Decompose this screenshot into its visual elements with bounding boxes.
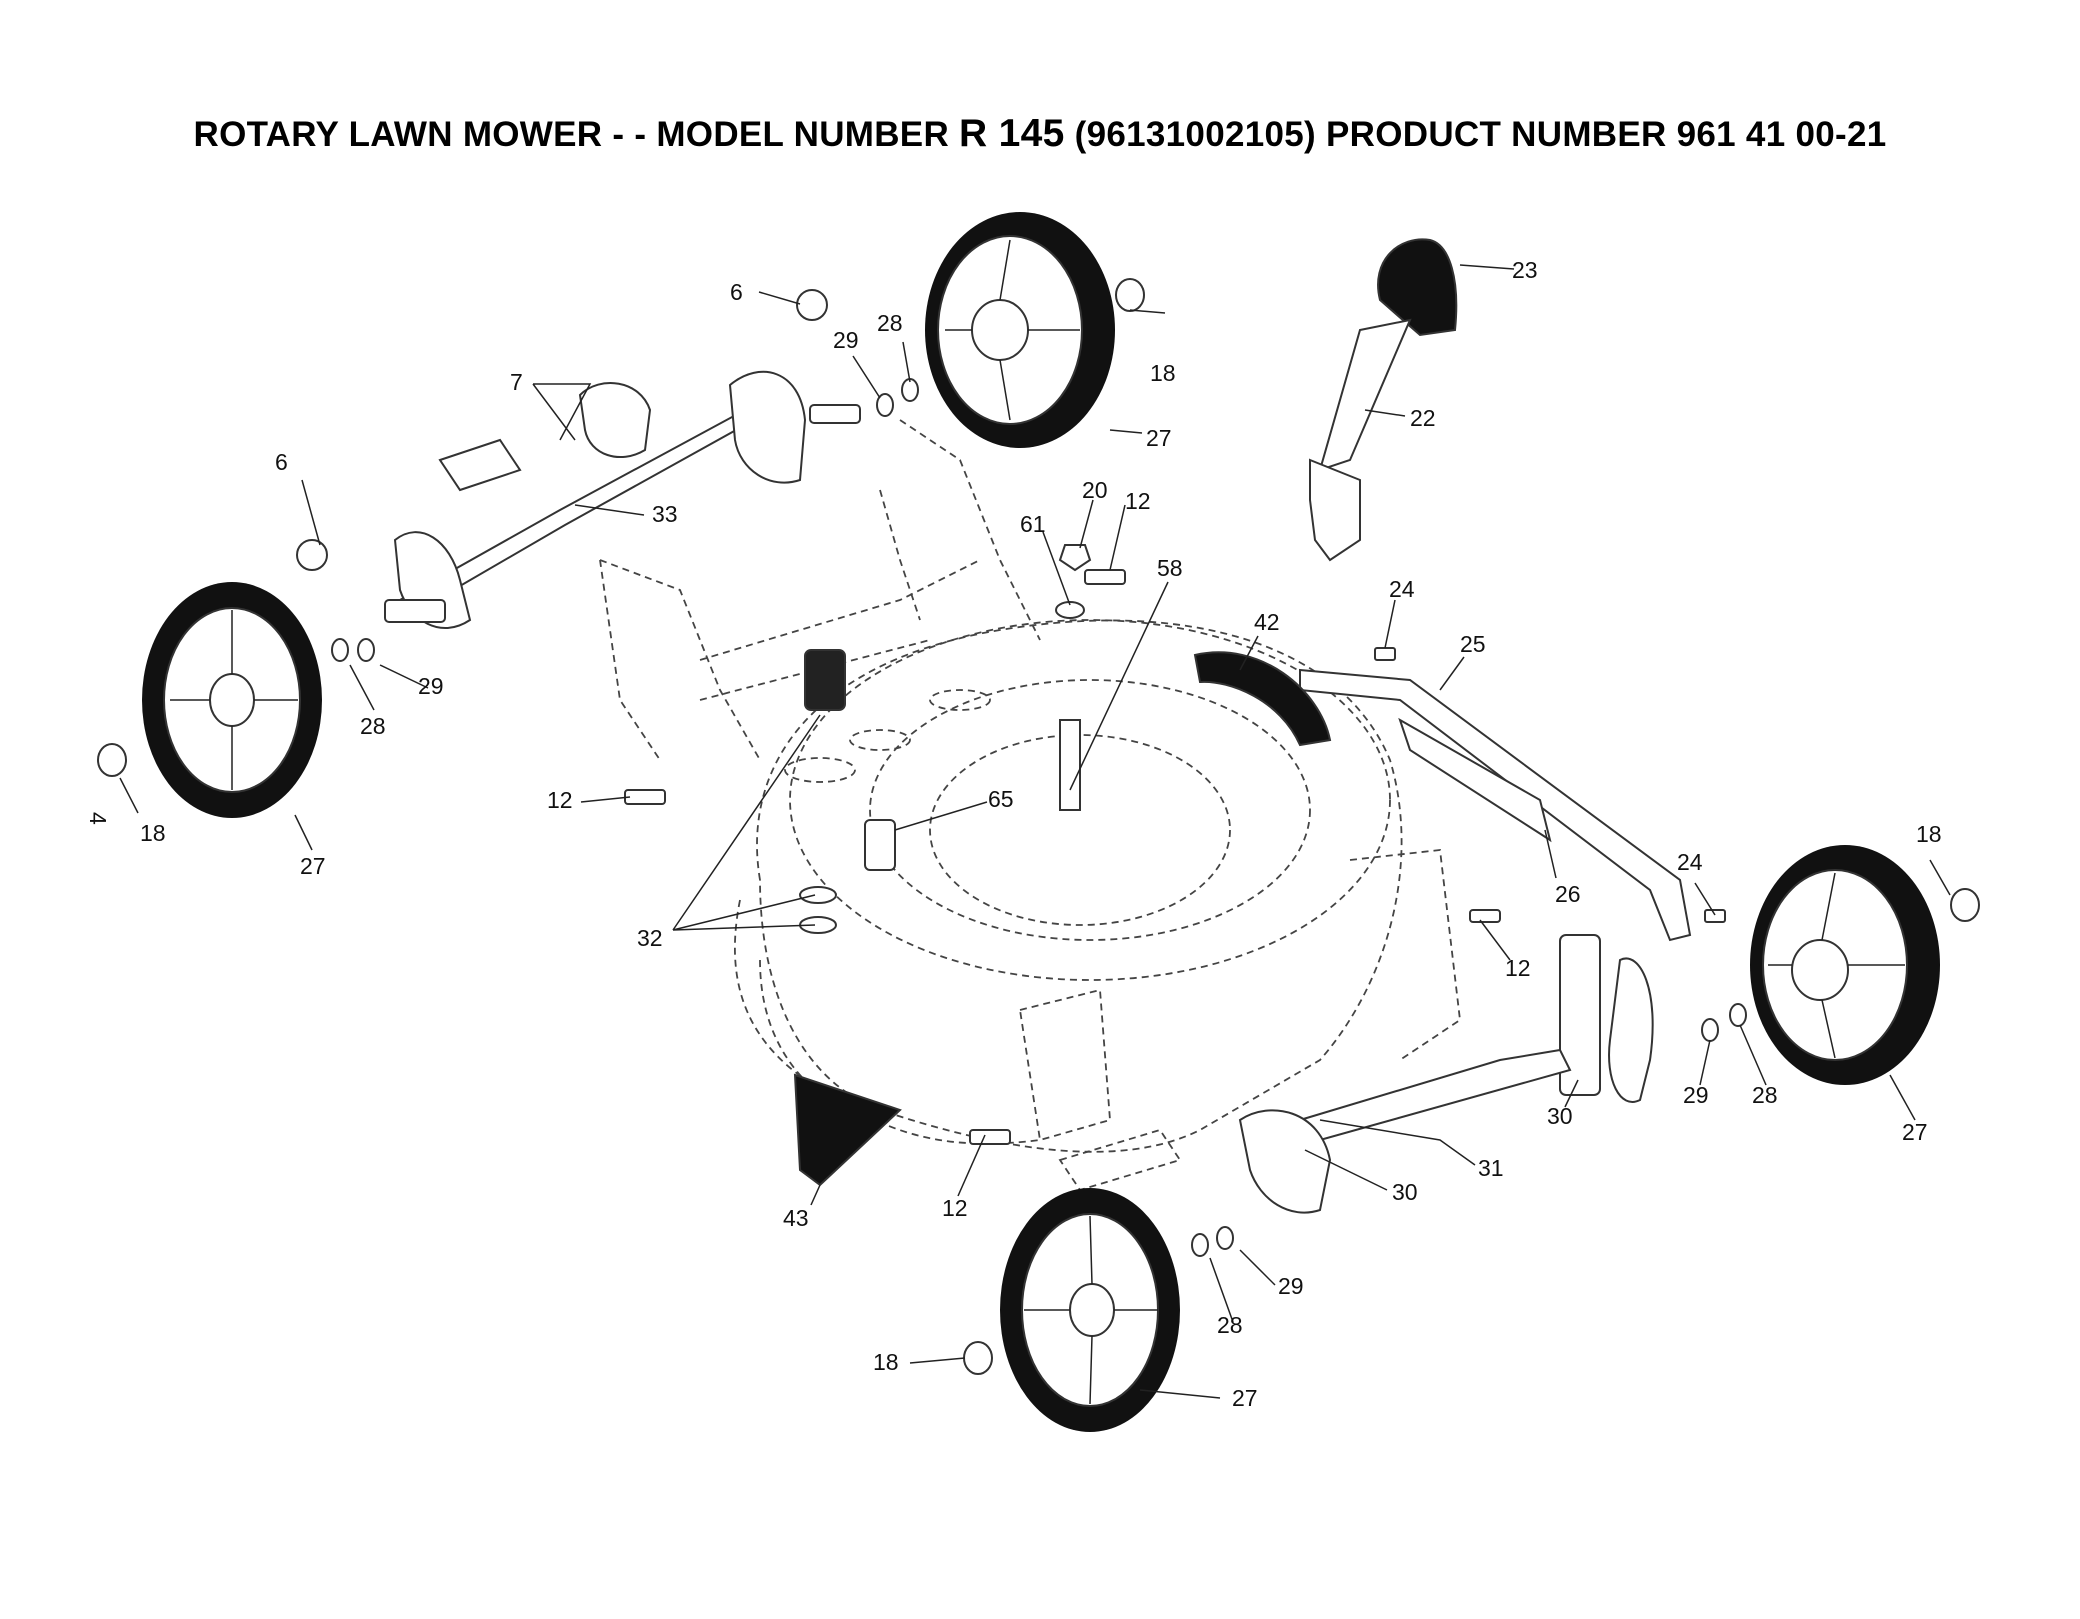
callout-27: 27 bbox=[1902, 1119, 1928, 1145]
deflector bbox=[793, 651, 1332, 1187]
wheel-front-left bbox=[1000, 1188, 1180, 1432]
callout-18: 18 bbox=[1916, 821, 1942, 847]
callout-29: 29 bbox=[418, 673, 444, 699]
callout-6: 6 bbox=[275, 449, 288, 475]
callout-30: 30 bbox=[1547, 1103, 1573, 1129]
callout-23: 23 bbox=[1512, 257, 1538, 283]
page-number: 4 bbox=[85, 812, 111, 825]
callout-30: 30 bbox=[1392, 1179, 1418, 1205]
callout-labels: 6 6 7 33 29 28 18 27 29 28 18 27 23 22 2… bbox=[140, 257, 1942, 1411]
callout-12: 12 bbox=[1505, 955, 1531, 981]
callout-29: 29 bbox=[833, 327, 859, 353]
rear-axle-assembly bbox=[384, 370, 861, 630]
callout-27: 27 bbox=[1146, 425, 1172, 451]
callout-31: 31 bbox=[1478, 1155, 1504, 1181]
callout-43: 43 bbox=[783, 1205, 809, 1231]
callout-42: 42 bbox=[1254, 609, 1280, 635]
callout-24: 24 bbox=[1677, 849, 1703, 875]
callout-29: 29 bbox=[1683, 1082, 1709, 1108]
wheel-rear-left bbox=[142, 582, 322, 818]
retaining-rings bbox=[296, 289, 828, 571]
callout-28: 28 bbox=[360, 713, 386, 739]
callout-32: 32 bbox=[637, 925, 663, 951]
callout-61: 61 bbox=[1020, 511, 1046, 537]
callout-28: 28 bbox=[1217, 1312, 1243, 1338]
callout-12: 12 bbox=[1125, 488, 1151, 514]
callout-18: 18 bbox=[140, 820, 166, 846]
callout-25: 25 bbox=[1460, 631, 1486, 657]
callout-26: 26 bbox=[1555, 881, 1581, 907]
wheel-washers bbox=[331, 378, 1747, 1257]
callout-58: 58 bbox=[1157, 555, 1183, 581]
leader-lines bbox=[119, 264, 1951, 1399]
callout-6: 6 bbox=[730, 279, 743, 305]
callout-28: 28 bbox=[1752, 1082, 1778, 1108]
callout-33: 33 bbox=[652, 501, 678, 527]
callout-27: 27 bbox=[1232, 1385, 1258, 1411]
title-model-number: R 145 bbox=[959, 112, 1065, 155]
wheel-nuts bbox=[97, 278, 1980, 1375]
callout-27: 27 bbox=[300, 853, 326, 879]
callout-29: 29 bbox=[1278, 1273, 1304, 1299]
hardware bbox=[624, 544, 1726, 1145]
wheel-rear-right bbox=[925, 212, 1115, 448]
adjuster-rod bbox=[1238, 668, 1692, 1214]
callout-12: 12 bbox=[547, 787, 573, 813]
handle-parts bbox=[1309, 238, 1458, 562]
callout-7: 7 bbox=[510, 369, 523, 395]
callout-18: 18 bbox=[873, 1349, 899, 1375]
callout-24: 24 bbox=[1389, 576, 1415, 602]
callout-18: 18 bbox=[1150, 360, 1176, 386]
callout-65: 65 bbox=[988, 786, 1014, 812]
callout-28: 28 bbox=[877, 310, 903, 336]
title-prefix: ROTARY LAWN MOWER - - MODEL NUMBER bbox=[193, 115, 960, 154]
title-suffix: (96131002105) PRODUCT NUMBER 961 41 00-2… bbox=[1064, 115, 1887, 154]
diagram-title: ROTARY LAWN MOWER - - MODEL NUMBER R 145… bbox=[0, 112, 2080, 156]
rear-frame bbox=[599, 419, 1041, 761]
callout-12: 12 bbox=[942, 1195, 968, 1221]
wheel-front-right bbox=[1750, 845, 1940, 1085]
callout-22: 22 bbox=[1410, 405, 1436, 431]
callout-20: 20 bbox=[1082, 477, 1108, 503]
